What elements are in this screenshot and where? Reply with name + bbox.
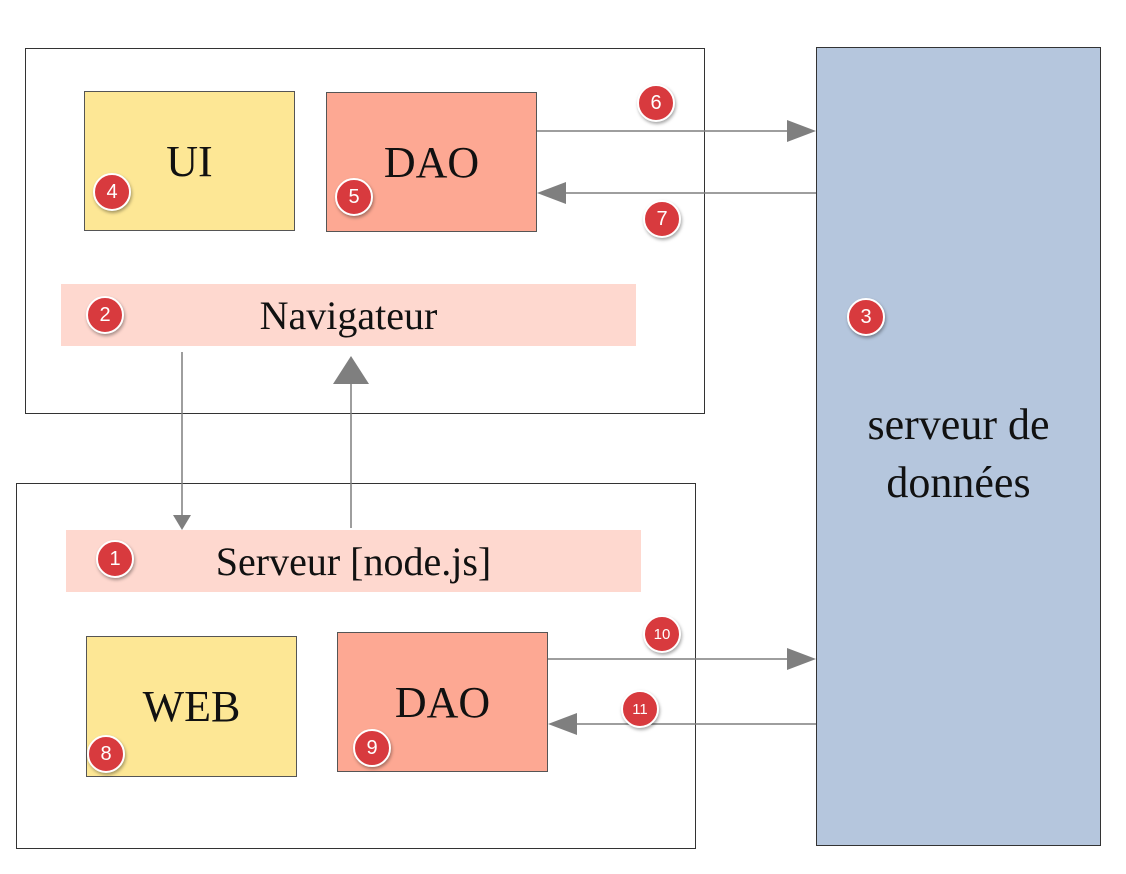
- web-box: WEB: [86, 636, 297, 777]
- data-server-label-line1: serveur de: [867, 400, 1050, 449]
- badge-1: 1: [96, 540, 134, 578]
- badge-2: 2: [86, 296, 124, 334]
- badge-6: 6: [637, 84, 675, 122]
- ui-box-label: UI: [166, 137, 213, 186]
- node-server-bar: Serveur [node.js]: [66, 530, 641, 592]
- browser-bar-label: Navigateur: [259, 292, 438, 338]
- badge-3: 3: [847, 298, 885, 336]
- arrowhead-6: [787, 120, 816, 142]
- data-server-label: serveur de données: [817, 396, 1100, 512]
- data-server-box: serveur de données: [816, 47, 1101, 846]
- arrowhead-11: [548, 713, 577, 735]
- badge-7: 7: [643, 200, 681, 238]
- browser-bar: Navigateur: [61, 284, 636, 346]
- badge-10: 10: [643, 615, 681, 653]
- badge-5: 5: [335, 178, 373, 216]
- web-box-label: WEB: [142, 682, 241, 731]
- arrowhead-browser-up: [333, 356, 369, 384]
- client-dao-box-label: DAO: [383, 138, 480, 187]
- node-server-bar-label: Serveur [node.js]: [215, 538, 492, 584]
- badge-11: 11: [621, 690, 659, 728]
- data-server-label-line2: données: [886, 458, 1031, 507]
- badge-4: 4: [93, 173, 131, 211]
- badge-9: 9: [353, 729, 391, 767]
- badge-8: 8: [87, 735, 125, 773]
- server-dao-box-label: DAO: [394, 678, 491, 727]
- arrowhead-7: [537, 182, 566, 204]
- arrowhead-browser-down: [173, 515, 191, 530]
- arrowhead-10: [787, 648, 816, 670]
